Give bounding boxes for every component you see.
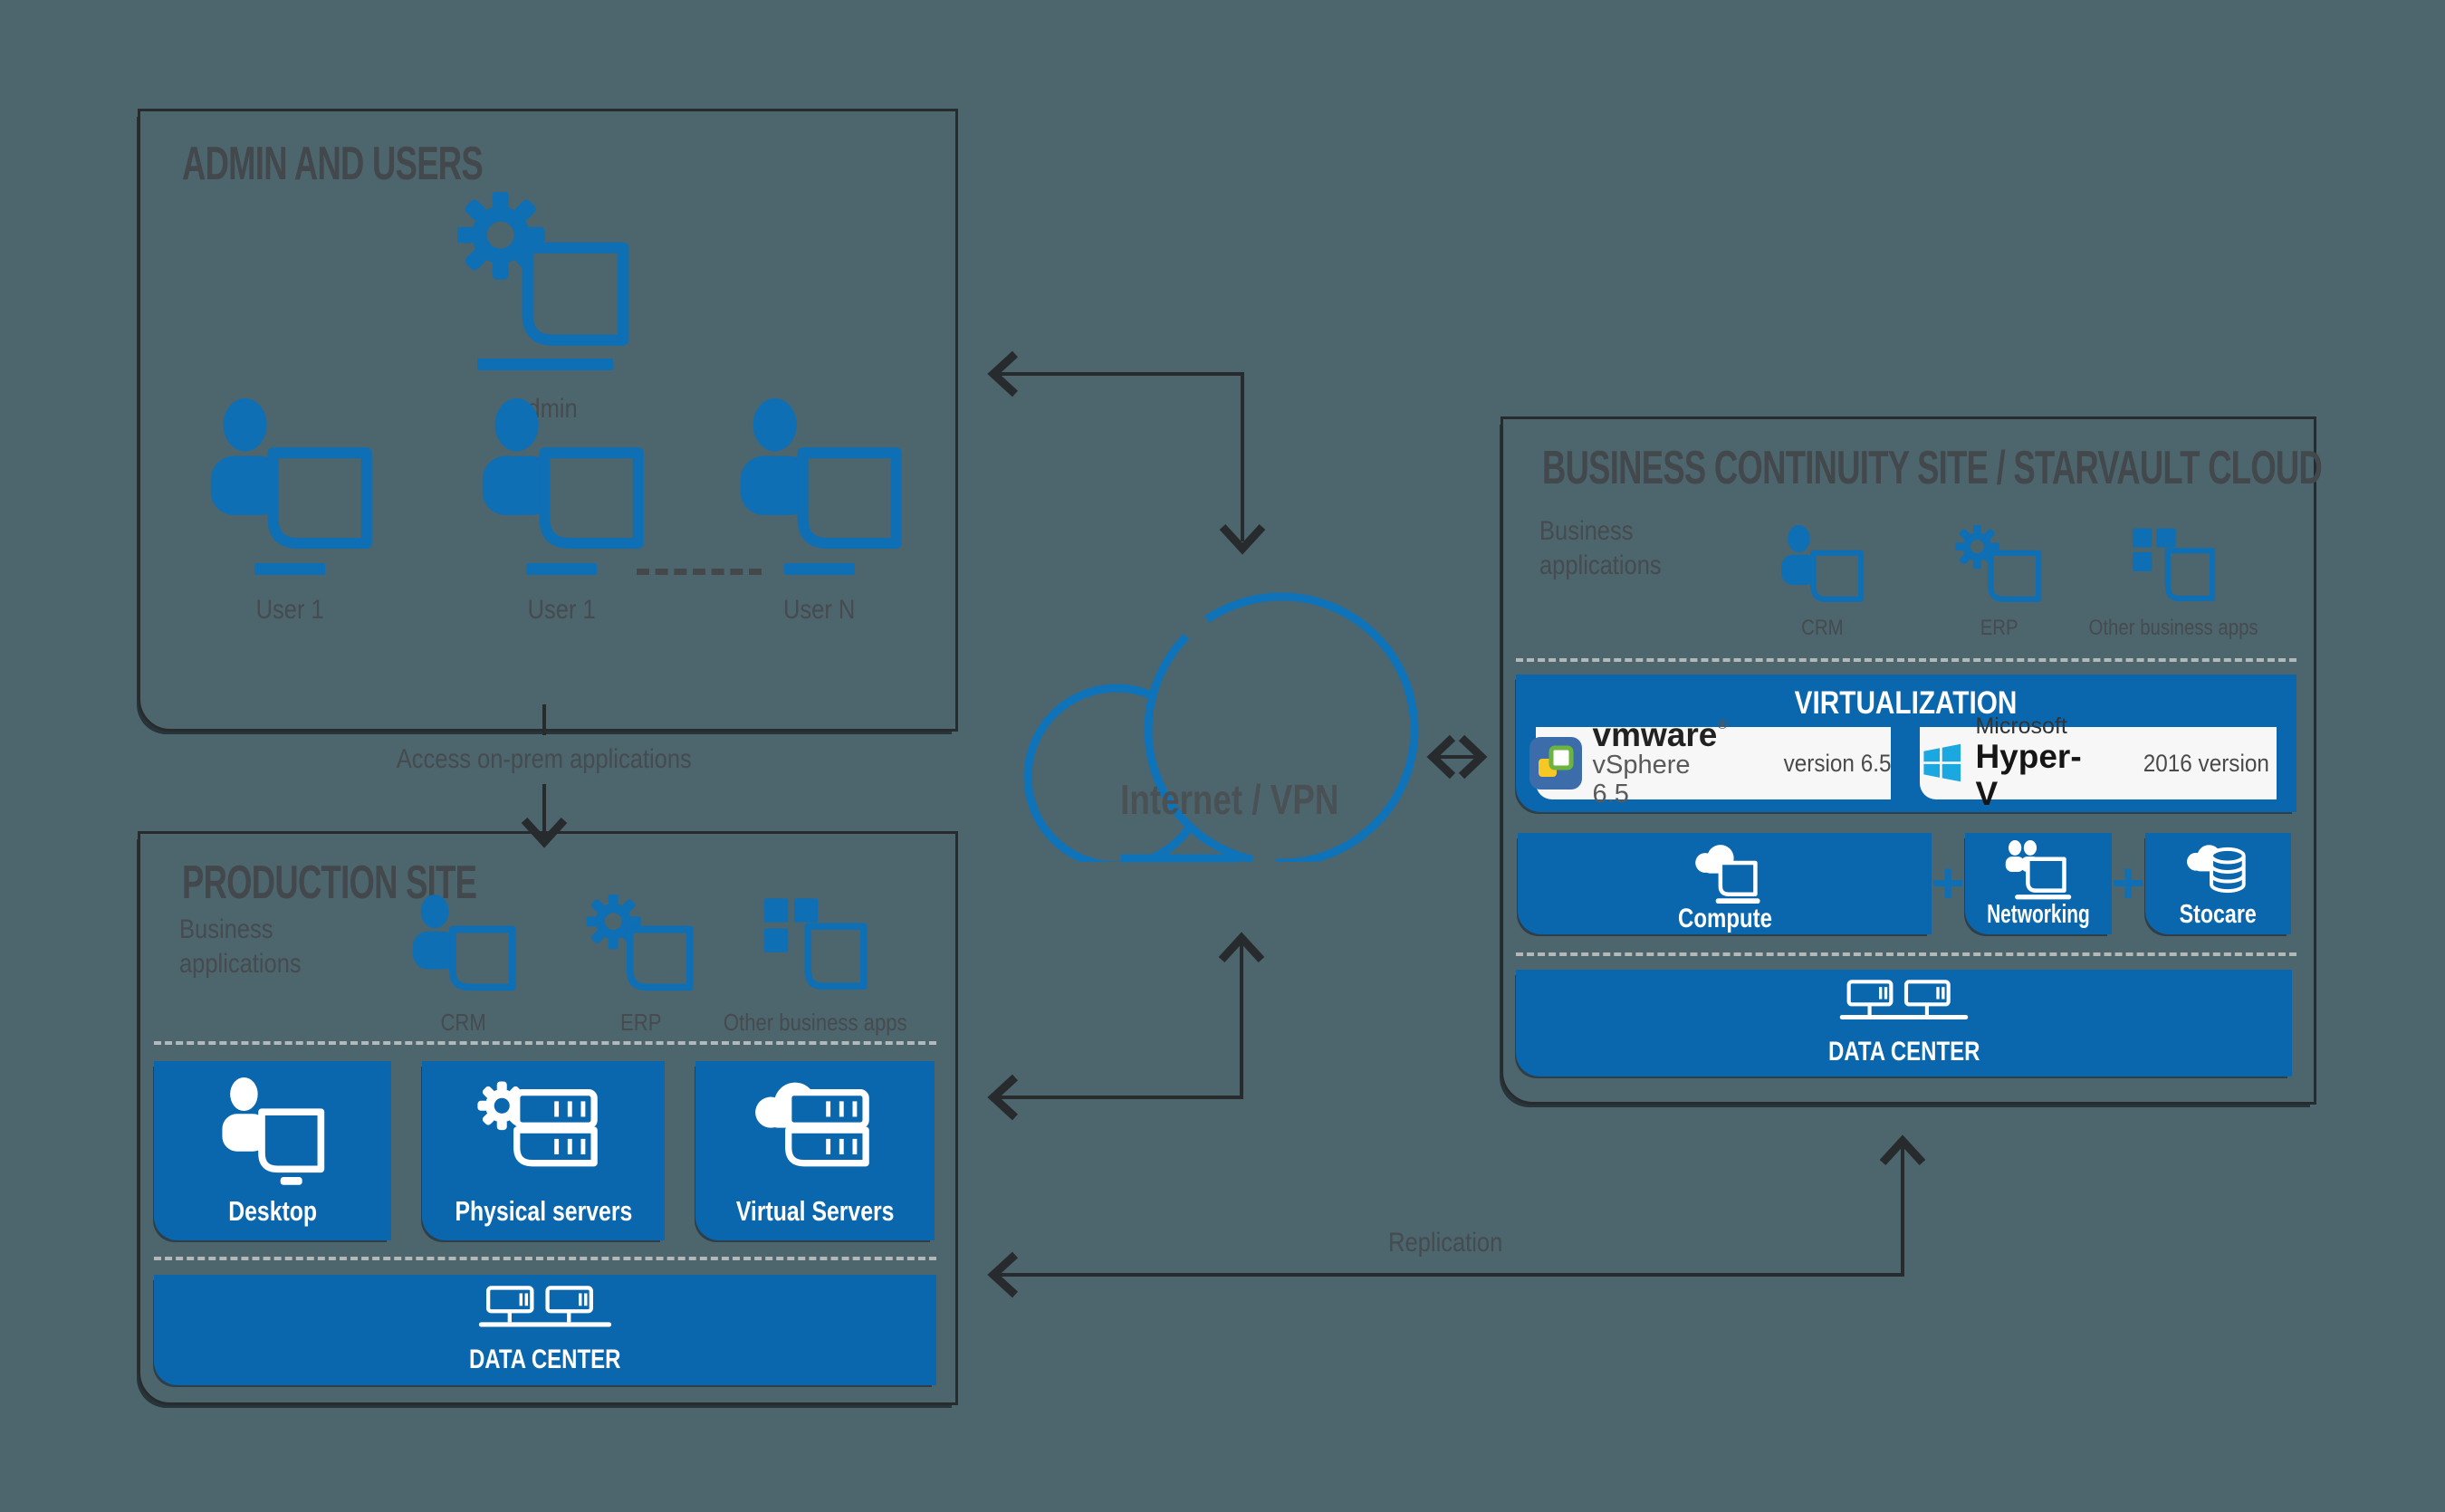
business-continuity-title: BUSINESS CONTINUITY SITE / STARVAULT CLO… [1542, 442, 2323, 494]
production-separator-1 [154, 1041, 936, 1045]
user-2-label: User 1 [527, 595, 596, 625]
gear-server-stack-icon [475, 1079, 611, 1190]
other-apps-label: Other business apps [723, 1009, 907, 1036]
windows-flag-icon [1923, 743, 1961, 782]
user-n-label: User N [783, 595, 856, 625]
app-grid-monitor-icon [760, 895, 870, 994]
compute-label: Compute [1677, 904, 1772, 933]
production-crm-figure: CRM [364, 895, 563, 1037]
users-ellipsis-dashes [637, 569, 762, 575]
networking-label: Networking [1987, 900, 2090, 929]
bc-crm-label: CRM [1800, 616, 1844, 640]
bc-separator-2 [1516, 952, 2296, 956]
desktop-tile: Desktop [154, 1061, 391, 1240]
networked-monitors-icon [464, 1285, 627, 1341]
erp-label: ERP [620, 1009, 662, 1036]
desktop-label: Desktop [228, 1195, 317, 1227]
monitor-stand-bar [784, 563, 855, 575]
desktop-person-monitor-icon [215, 1077, 331, 1188]
monitor-stand-bar [526, 563, 597, 575]
vmware-wordmark: vmware® vSphere 6.5 [1592, 715, 1728, 809]
production-erp-figure: ERP [542, 895, 741, 1037]
admin-users-box: ADMIN AND USERS [138, 109, 958, 732]
bc-datacenter-label: DATA CENTER [1827, 1037, 1980, 1067]
production-datacenter-bar: DATA CENTER [154, 1275, 936, 1385]
stocare-tile: Stocare [2145, 833, 2291, 934]
user-figure-2: User 1 [453, 398, 670, 626]
physical-servers-label: Physical servers [455, 1195, 632, 1227]
user-monitor-icon [202, 398, 379, 554]
networking-tile: Networking [1965, 833, 2112, 934]
virtualization-panel: VIRTUALIZATION vmware® vSphere 6.5 versi… [1516, 675, 2296, 812]
internet-vpn-cloud-icon [1012, 592, 1438, 905]
stocare-label: Stocare [2179, 900, 2258, 929]
hyperv-version: 2016 version [2143, 749, 2270, 777]
vmware-logo-icon [1529, 737, 1582, 789]
replication-label: Replication [1387, 1228, 1503, 1258]
app-grid-monitor-icon [2129, 525, 2218, 605]
production-other-apps-figure: Other business apps [715, 895, 915, 1037]
bc-separator-1 [1516, 658, 2296, 662]
physical-servers-tile: Physical servers [422, 1061, 665, 1240]
cloud-laptop-icon [1687, 838, 1763, 904]
admin-users-title: ADMIN AND USERS [182, 138, 484, 190]
user-figure-n: User N [711, 398, 928, 626]
user-1-label: User 1 [255, 595, 324, 625]
business-continuity-box: BUSINESS CONTINUITY SITE / STARVAULT CLO… [1501, 416, 2323, 1105]
crm-label: CRM [440, 1009, 487, 1036]
cloud-server-stack-icon [747, 1079, 883, 1190]
bc-other-apps-figure: Other business apps [2083, 525, 2264, 641]
hyperv-wordmark: Microsoft Hyper-V [1975, 713, 2082, 812]
production-separator-2 [154, 1257, 936, 1260]
vmware-version: version 6.5 [1784, 749, 1892, 777]
erp-gear-monitor-icon [1955, 525, 2044, 605]
cloud-label: Internet / VPN [1120, 776, 1339, 823]
bc-crm-figure: CRM [1731, 525, 1913, 641]
plus-sign-2: + [2111, 850, 2145, 915]
crm-person-monitor-icon [1778, 525, 1866, 605]
hyperv-card: Microsoft Hyper-V 2016 version [1920, 713, 2277, 812]
erp-gear-monitor-icon [586, 895, 696, 994]
access-arrow-label: Access on-prem applications [396, 744, 692, 774]
user-monitor-icon [474, 398, 650, 554]
bc-other-apps-label: Other business apps [2088, 616, 2258, 640]
user-monitor-icon [732, 398, 908, 554]
bc-erp-figure: ERP [1909, 525, 2090, 641]
compute-tile: Compute [1518, 833, 1932, 934]
bc-datacenter-bar: DATA CENTER [1516, 970, 2292, 1077]
virtual-servers-tile: Virtual Servers [695, 1061, 935, 1240]
networked-monitors-icon [1825, 979, 1983, 1033]
virtual-servers-label: Virtual Servers [735, 1195, 895, 1227]
production-apps-label: Business applications [179, 914, 302, 979]
crm-person-monitor-icon [408, 895, 519, 994]
vmware-card: vmware® vSphere 6.5 version 6.5 [1529, 718, 1892, 808]
two-people-laptop-icon [2002, 840, 2075, 900]
admin-figure: Admin [436, 192, 654, 425]
monitor-stand-bar [254, 563, 325, 575]
user-figure-1: User 1 [181, 398, 398, 626]
plus-sign-1: + [1931, 850, 1965, 915]
bc-apps-label: Business applications [1539, 516, 1662, 580]
production-datacenter-label: DATA CENTER [469, 1345, 621, 1374]
bc-erp-label: ERP [1980, 616, 2018, 640]
virtualization-title: VIRTUALIZATION [1795, 685, 2018, 721]
cloud-database-icon [2181, 840, 2256, 900]
laptop-base-bar [477, 359, 613, 370]
admin-gear-laptop-icon [455, 192, 636, 351]
